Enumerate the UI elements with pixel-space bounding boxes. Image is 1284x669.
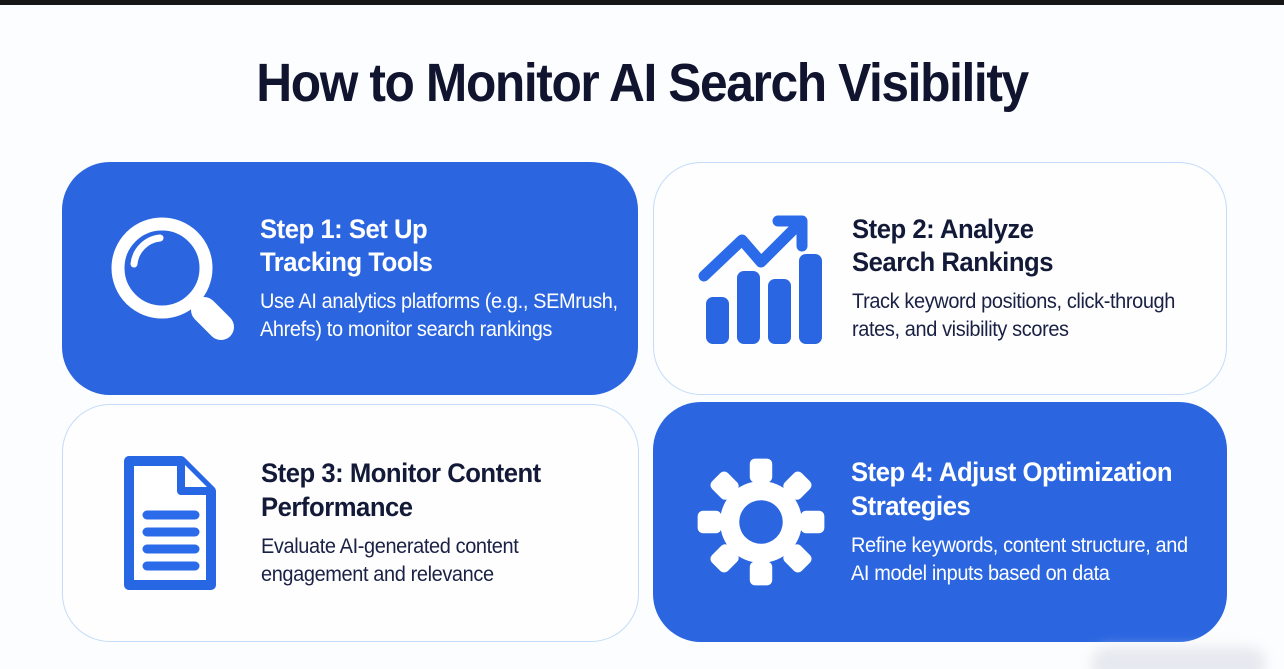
title-line: Step 4: Adjust Optimization: [851, 457, 1173, 488]
step-1-card: Step 1: Set Up Tracking Tools Use AI ana…: [62, 162, 638, 395]
desc-line: Ahrefs) to monitor search rankings: [260, 318, 553, 342]
step-3-card: Step 3: Monitor Content Performance Eval…: [62, 404, 639, 642]
step-3-title: Step 3: Monitor Content Performance: [261, 457, 541, 523]
document-icon: [97, 453, 245, 593]
step-2-description: Track keyword positions, click-through r…: [852, 288, 1175, 344]
desc-line: Evaluate AI-generated content: [261, 534, 519, 558]
top-black-bar: [0, 0, 1284, 5]
title-line: Search Rankings: [852, 247, 1054, 278]
desc-line: rates, and visibility scores: [852, 318, 1069, 342]
page-title: How to Monitor AI Search Visibility: [256, 53, 1029, 113]
desc-line: Refine keywords, content structure, and: [851, 533, 1188, 557]
title-line: Performance: [261, 491, 413, 522]
step-4-description: Refine keywords, content structure, and …: [851, 532, 1188, 588]
title-line: Strategies: [851, 490, 971, 521]
step-2-title: Step 2: Analyze Search Rankings: [852, 213, 1175, 279]
step-1-title: Step 1: Set Up Tracking Tools: [260, 213, 618, 279]
title-line: Tracking Tools: [260, 247, 433, 278]
title-line: Step 2: Analyze: [852, 213, 1034, 244]
desc-line: Use AI analytics platforms (e.g., SEMrus…: [260, 290, 618, 314]
desc-line: engagement and relevance: [261, 562, 494, 586]
bottom-right-shadow: [1091, 647, 1266, 669]
step-2-card: Step 2: Analyze Search Rankings Track ke…: [653, 162, 1227, 395]
step-4-card: Step 4: Adjust Optimization Strategies R…: [653, 402, 1227, 642]
step-3-description: Evaluate AI-generated content engagement…: [261, 533, 541, 589]
title-line: Step 3: Monitor Content: [261, 458, 541, 489]
title-line: Step 1: Set Up: [260, 213, 428, 244]
step-1-description: Use AI analytics platforms (e.g., SEMrus…: [260, 288, 618, 344]
desc-line: AI model inputs based on data: [851, 561, 1110, 585]
desc-line: Track keyword positions, click-through: [852, 290, 1175, 314]
bar-chart-icon: [688, 210, 836, 348]
gear-icon: [687, 456, 835, 588]
step-4-title: Step 4: Adjust Optimization Strategies: [851, 456, 1188, 522]
magnifier-icon: [96, 209, 244, 349]
